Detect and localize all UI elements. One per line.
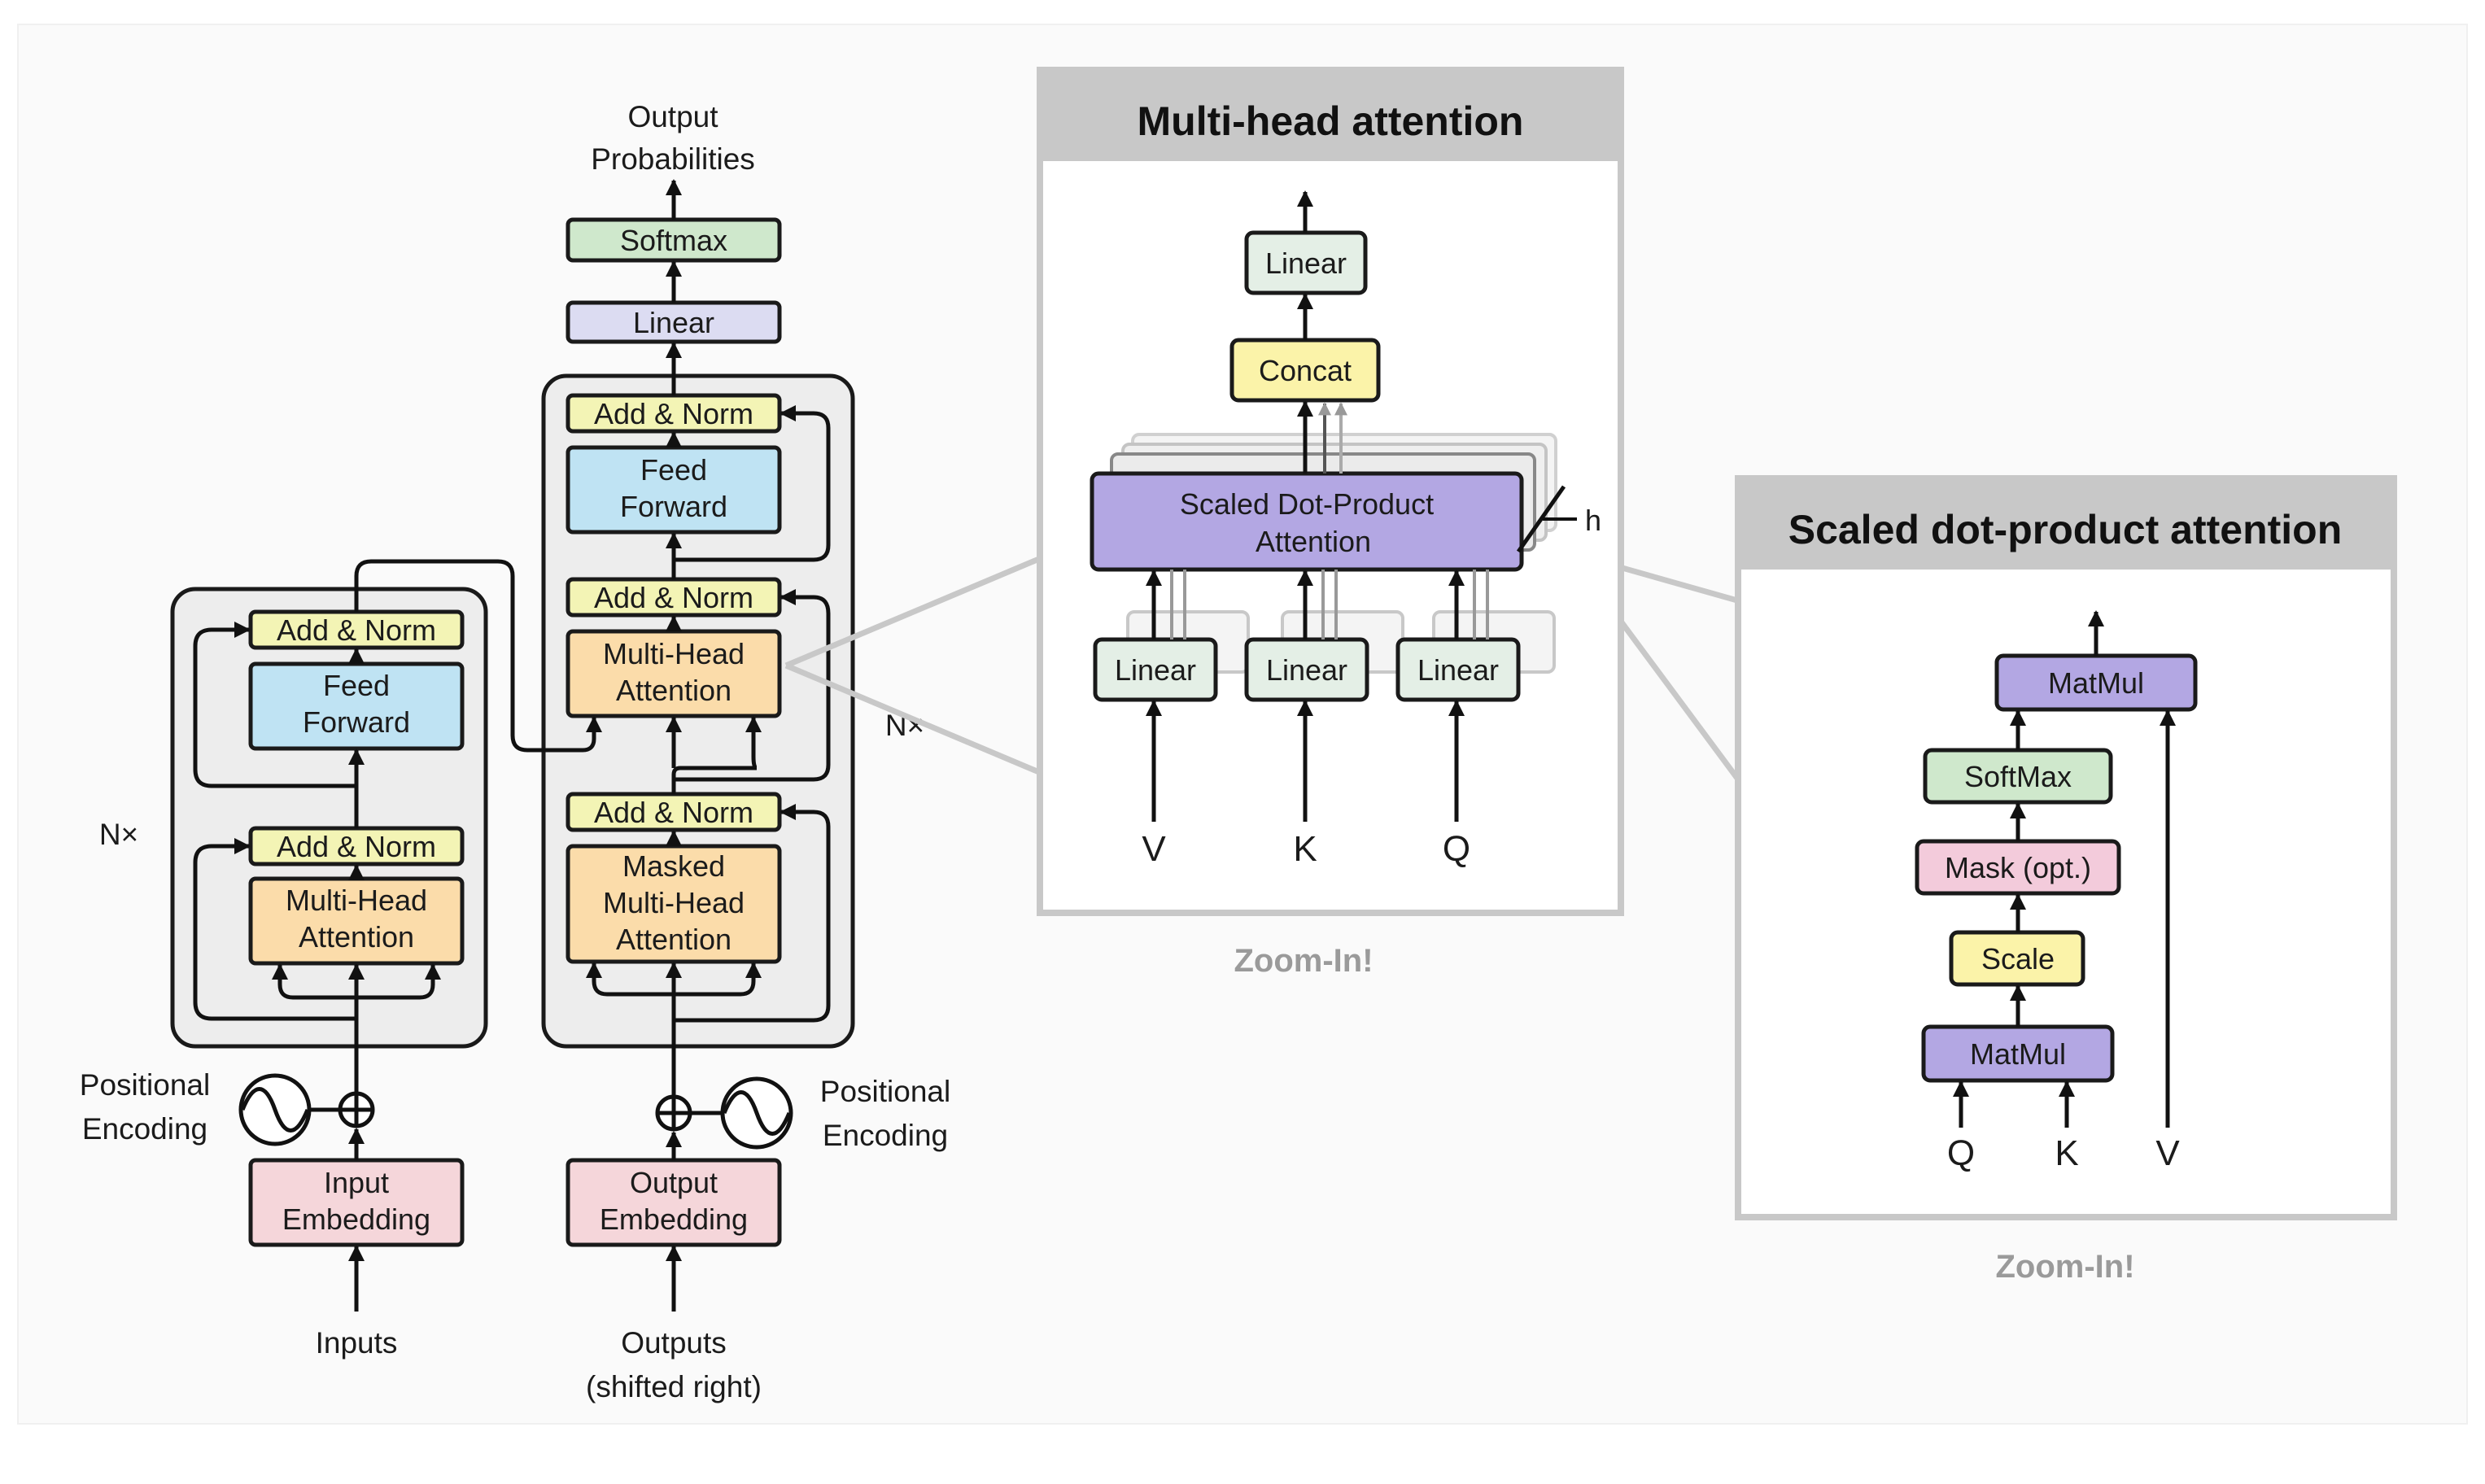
scaled-dot-product-panel: Scaled dot-product attention MatMul Soft… bbox=[1735, 475, 2397, 1285]
mha-concat-label: Concat bbox=[1259, 354, 1352, 387]
h-bracket-line bbox=[1516, 485, 1566, 553]
linear-label: Linear bbox=[633, 306, 714, 339]
zoom-connector-mha-bottom bbox=[784, 662, 1046, 778]
mha-k-label: K bbox=[1293, 829, 1317, 869]
mha-zoom-caption: Zoom-In! bbox=[1234, 943, 1373, 979]
decoder-feed-forward-label-line2: Forward bbox=[620, 490, 727, 523]
zoom-connector-mha-top bbox=[784, 553, 1046, 669]
positional-encoding-right-label: Positional bbox=[820, 1075, 950, 1108]
mha-q-label: Q bbox=[1443, 829, 1470, 869]
sdpa-panel-header bbox=[1738, 478, 2394, 570]
mha-sdpa-label-line2: Attention bbox=[1256, 525, 1371, 558]
mha-linear-q-label: Linear bbox=[1417, 653, 1499, 687]
encoder-add-norm-top-label: Add & Norm bbox=[277, 613, 436, 647]
mha-sdpa-label: Scaled Dot-Product bbox=[1180, 487, 1434, 521]
sdpa-connectors bbox=[1953, 610, 2176, 1128]
encoder-nx-label: N× bbox=[99, 818, 138, 851]
encoder-mha-label-line2: Attention bbox=[299, 920, 414, 954]
output-embedding-label: Output bbox=[630, 1166, 718, 1199]
masked-attention-label: Masked bbox=[622, 849, 725, 883]
mha-panel-header bbox=[1040, 70, 1621, 161]
output-embedding-label-line2: Embedding bbox=[600, 1202, 748, 1236]
decoder-add-norm-bottom-label: Add & Norm bbox=[594, 796, 753, 829]
positional-encoding-left-label-line2: Encoding bbox=[82, 1112, 207, 1146]
sdpa-mask-label: Mask (opt.) bbox=[1945, 851, 2091, 884]
decoder-feed-forward-label: Feed bbox=[640, 453, 707, 487]
add-circle-icon-right bbox=[655, 1094, 692, 1132]
decoder-mha-label-line2: Attention bbox=[616, 674, 732, 707]
decoder-add-norm-top-label: Add & Norm bbox=[594, 397, 753, 430]
encoder-feed-forward-label-line2: Forward bbox=[303, 705, 410, 739]
sdpa-softmax-label: SoftMax bbox=[1964, 760, 2072, 793]
sdpa-matmul-bottom-label: MatMul bbox=[1970, 1037, 2066, 1071]
mha-v-label: V bbox=[1142, 829, 1166, 869]
sdpa-zoom-caption: Zoom-In! bbox=[1995, 1249, 2134, 1285]
mha-linear-top-label: Linear bbox=[1265, 247, 1347, 280]
positional-encoding-left-label: Positional bbox=[80, 1068, 210, 1102]
sdpa-scale-label: Scale bbox=[1981, 942, 2055, 976]
sdpa-matmul-top-label: MatMul bbox=[2048, 666, 2144, 700]
add-circle-icon-left bbox=[338, 1091, 375, 1128]
outputs-label: Outputs bbox=[621, 1326, 727, 1360]
input-embedding-label-line2: Embedding bbox=[282, 1202, 430, 1236]
sdpa-k-label: K bbox=[2055, 1133, 2078, 1173]
outputs-label-line2: (shifted right) bbox=[586, 1370, 762, 1403]
decoder-mha-label: Multi-Head bbox=[603, 637, 745, 670]
transformer-connectors bbox=[193, 179, 831, 1312]
multi-head-attention-panel: Multi-head attention Linear Concat Scale… bbox=[1037, 67, 1624, 979]
encoder-add-norm-bottom-label: Add & Norm bbox=[277, 830, 436, 863]
encoder-stack bbox=[170, 587, 488, 1049]
mha-linear-v-label: Linear bbox=[1115, 653, 1196, 687]
output-probabilities-label: Output bbox=[627, 100, 718, 133]
sdpa-v-label: V bbox=[2155, 1133, 2180, 1173]
encoder-feed-forward-label: Feed bbox=[323, 669, 390, 702]
sdpa-q-label: Q bbox=[1947, 1133, 1975, 1173]
output-probabilities-label-line2: Probabilities bbox=[591, 142, 755, 176]
sine-wave-icon-right bbox=[720, 1076, 793, 1150]
mha-connectors bbox=[1146, 190, 1489, 822]
positional-encoding-right-label-line2: Encoding bbox=[823, 1119, 948, 1152]
sdpa-panel-title: Scaled dot-product attention bbox=[1788, 507, 2343, 552]
inputs-label: Inputs bbox=[316, 1326, 398, 1360]
masked-attention-label-line3: Attention bbox=[616, 923, 732, 956]
masked-attention-label-line2: Multi-Head bbox=[603, 886, 745, 919]
transformer-architecture: Output Probabilities Softmax Linear Add … bbox=[80, 100, 950, 1403]
decoder-add-norm-mid-label: Add & Norm bbox=[594, 581, 753, 614]
h-label: h bbox=[1585, 504, 1601, 537]
mha-panel-title: Multi-head attention bbox=[1138, 98, 1524, 144]
sine-wave-icon-left bbox=[238, 1073, 312, 1146]
softmax-label: Softmax bbox=[620, 224, 727, 257]
mha-linear-k-label: Linear bbox=[1266, 653, 1347, 687]
input-embedding-label: Input bbox=[324, 1166, 389, 1199]
encoder-mha-label: Multi-Head bbox=[286, 884, 427, 917]
